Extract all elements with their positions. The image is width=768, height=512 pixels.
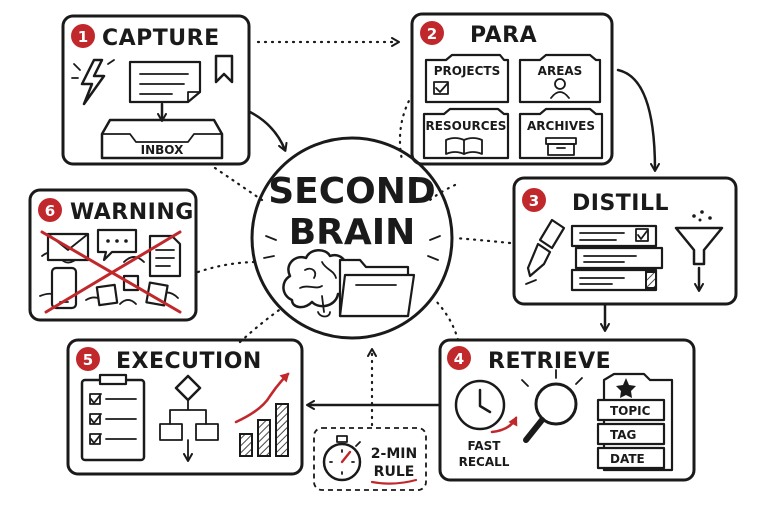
inbox-label: INBOX: [141, 143, 184, 157]
para-title: PARA: [470, 23, 537, 48]
inbox-icon: INBOX: [100, 118, 224, 160]
step-retrieve: 4 RETRIEVE FAST RECALL TOPIC TAG DATE: [438, 338, 696, 482]
tab-folder: TOPIC TAG DATE: [596, 372, 674, 472]
note-icon: [128, 60, 202, 104]
book-icon: [445, 137, 483, 155]
svg-text:TOPIC: TOPIC: [610, 404, 651, 418]
folder-archives: ARCHIVES: [518, 107, 604, 160]
center-title-line2: BRAIN: [289, 212, 416, 253]
capture-to-center-arrow: [248, 110, 288, 152]
tab-tag: [596, 422, 666, 446]
checklist-icon: [80, 373, 146, 462]
svg-text:PROJECTS: PROJECTS: [434, 64, 501, 78]
brain-icon: [282, 249, 351, 318]
para-to-distill-arrow: [616, 68, 660, 172]
two-minute-rule: 2-MIN RULE: [313, 427, 427, 491]
folder-icon: [338, 258, 416, 318]
lightning-icon: [80, 58, 106, 106]
center-title-line1: SECOND: [268, 171, 436, 212]
folder-areas: AREAS: [518, 53, 602, 104]
step-execution: 5 EXECUTION: [66, 338, 304, 476]
svg-text:ARCHIVES: ARCHIVES: [527, 119, 595, 133]
tab-topic: [596, 398, 666, 422]
folder-resources: RESOURCES: [422, 107, 510, 160]
star-icon: [616, 378, 636, 398]
chat-bubble-icon: [96, 228, 138, 262]
retrieve-title: RETRIEVE: [488, 349, 611, 374]
step-warning: 6 WARNING: [28, 188, 198, 322]
step-para: 2 PARA PROJECTS AREAS RESOURCES: [410, 12, 614, 166]
highlighter-icon: [525, 218, 566, 285]
step-number-badge: [71, 24, 95, 48]
warning-number: 6: [45, 202, 55, 220]
step-capture: 1 CAPTURE INBOX: [61, 14, 251, 166]
para-number: 2: [427, 25, 437, 43]
checkbox-icon: [433, 81, 449, 95]
recall-line2: RECALL: [459, 455, 510, 469]
retrieve-number: 4: [454, 350, 464, 368]
svg-text:AREAS: AREAS: [538, 64, 583, 78]
svg-text:TAG: TAG: [610, 428, 636, 442]
checkbox-icon: [635, 228, 649, 242]
capture-title: CAPTURE: [102, 26, 220, 51]
tab-date: [596, 446, 666, 470]
execution-number: 5: [83, 351, 93, 369]
second-brain-hub: SECOND BRAIN: [250, 136, 454, 340]
document-stack: [570, 224, 664, 292]
rule-line2: RULE: [374, 464, 415, 480]
distill-number: 3: [529, 192, 539, 210]
distill-title: DISTILL: [572, 191, 669, 216]
step-distill: 3 DISTILL: [512, 176, 738, 306]
svg-text:DATE: DATE: [610, 452, 645, 466]
recall-line1: FAST: [468, 439, 502, 453]
funnel-icon: [674, 210, 724, 292]
capture-number: 1: [78, 28, 88, 46]
svg-text:RESOURCES: RESOURCES: [426, 119, 507, 133]
bookmark-icon: [214, 54, 234, 84]
flowchart-icon: [159, 374, 219, 462]
folder-projects: PROJECTS: [424, 53, 510, 104]
flow-arrows: [248, 37, 660, 427]
stopwatch-icon: [322, 435, 362, 482]
rule-line1: 2-MIN: [371, 446, 417, 462]
warning-title: WARNING: [70, 200, 194, 225]
person-icon: [550, 78, 570, 99]
execution-title: EXECUTION: [116, 349, 262, 374]
magnifier-icon: [521, 369, 583, 443]
archive-box-icon: [545, 137, 577, 156]
growth-chart-icon: [234, 372, 290, 457]
clock-icon: [454, 379, 518, 434]
